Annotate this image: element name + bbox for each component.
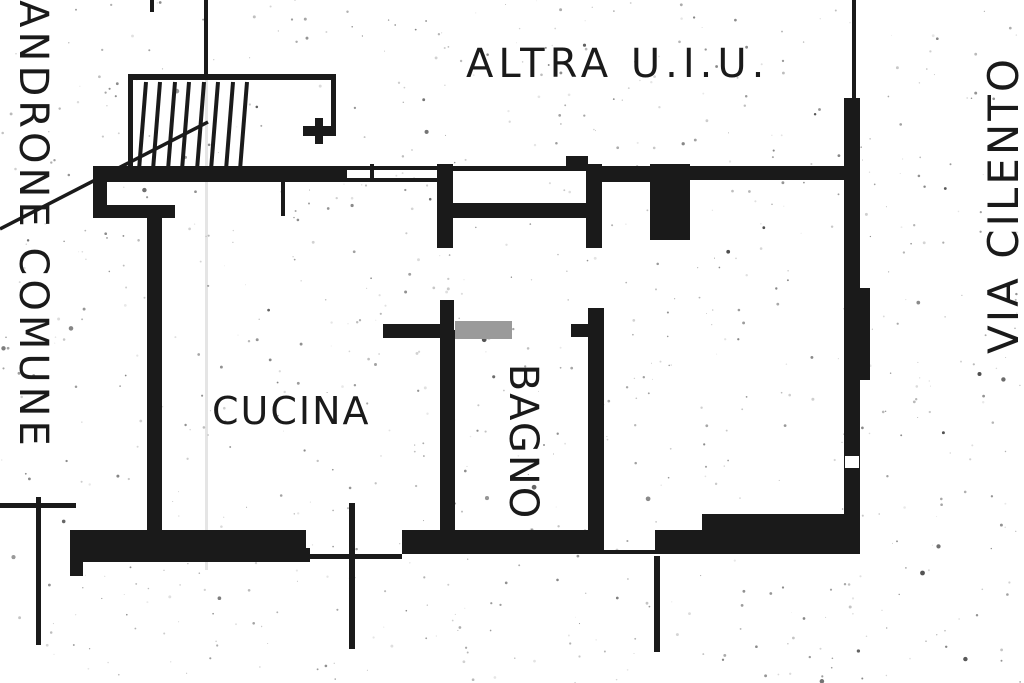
gray-wall-segment [455,321,512,339]
label-via-cilento: VIA CILENTO [979,56,1024,354]
section-marks [0,497,660,652]
staircase-treads [137,81,249,171]
walls [70,98,870,576]
label-androne-comune: ANDRONE COMUNE [10,0,56,450]
right-wall-opening [845,456,859,468]
thin-reference-lines [150,0,856,100]
scanner-streak [205,70,208,570]
label-cucina: CUCINA [212,389,371,433]
label-bagno: BAGNO [500,363,546,521]
label-altra-uiu: ALTRA U.I.U. [466,41,770,87]
